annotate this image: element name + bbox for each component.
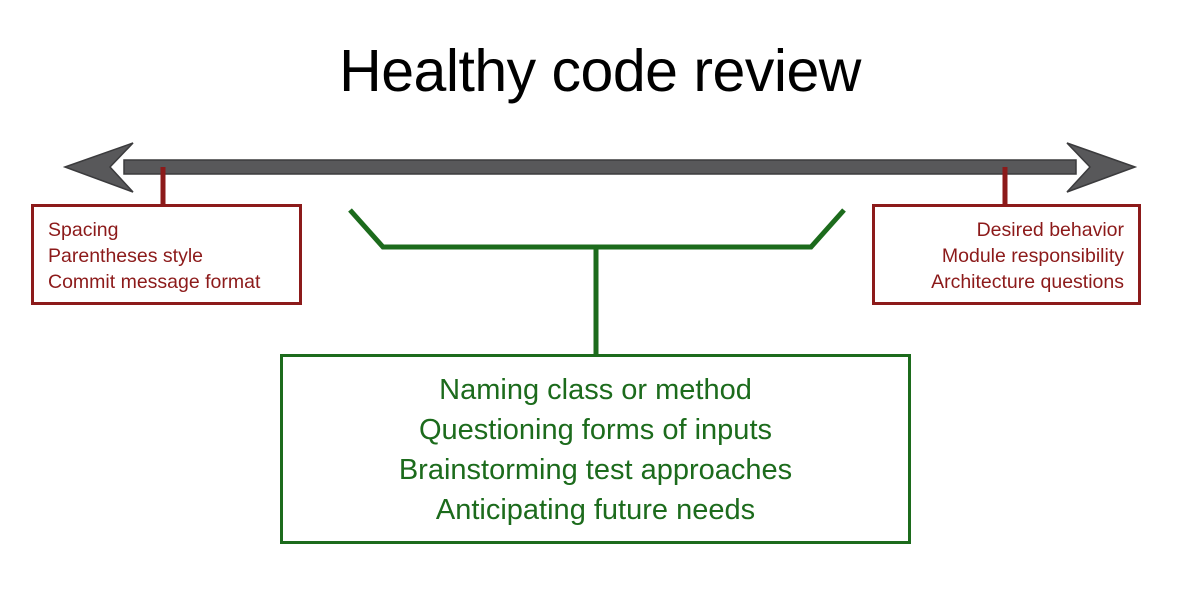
right-box-line-3: Architecture questions — [931, 271, 1124, 293]
center-box-line-2: Questioning forms of inputs — [418, 414, 772, 446]
center-box-line-1: Naming class or method — [439, 374, 752, 406]
right-detail-box: Desired behavior Module responsibility A… — [872, 204, 1141, 305]
left-box-line-3: Commit message format — [48, 271, 261, 293]
arrow-right-icon — [1066, 142, 1138, 193]
left-box-line-1: Spacing — [48, 219, 119, 241]
left-box-line-2: Parentheses style — [48, 245, 204, 267]
connector-center-bracket — [348, 208, 846, 250]
right-box-line-2: Module responsibility — [941, 245, 1124, 267]
center-box-line-3: Brainstorming test approaches — [398, 454, 793, 486]
page-title: Healthy code review — [339, 38, 861, 104]
left-detail-box: Spacing Parentheses style Commit message… — [31, 204, 302, 305]
center-box-line-4: Anticipating future needs — [435, 494, 756, 526]
arrow-shaft — [123, 159, 1077, 175]
arrow-left-icon — [62, 142, 134, 193]
right-box-line-1: Desired behavior — [976, 219, 1124, 241]
center-detail-box: Naming class or method Questioning forms… — [280, 354, 911, 544]
